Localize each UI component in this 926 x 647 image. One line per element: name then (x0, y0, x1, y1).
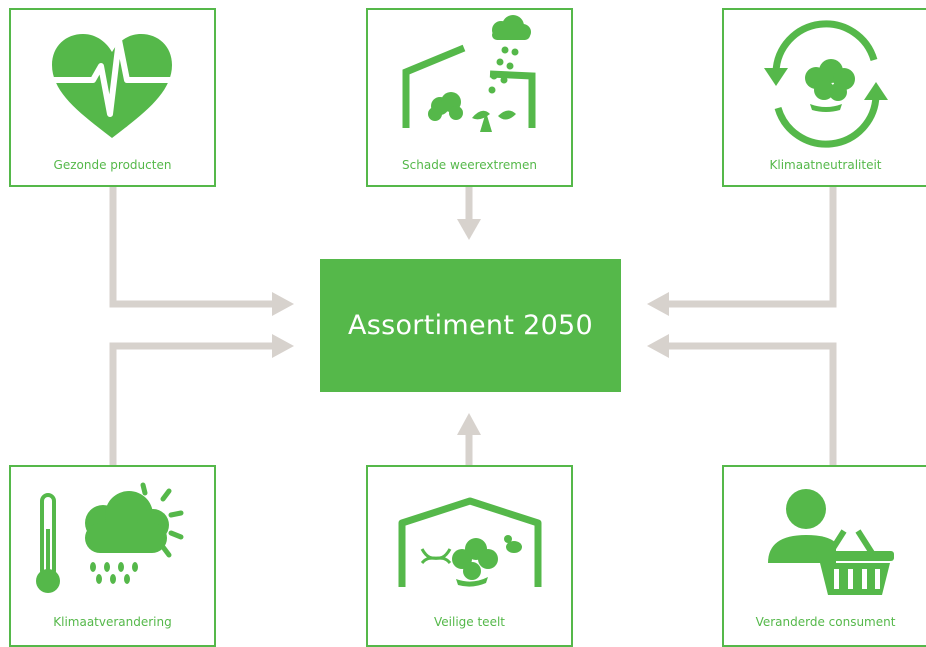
greenhouse-dna-bee-icon (398, 497, 542, 587)
arrowhead-top-right (647, 292, 669, 316)
factor-label: Klimaatverandering (53, 615, 172, 629)
factor-box-klimaatverandering: Klimaatverandering (9, 465, 216, 647)
factor-label: Schade weerextremen (402, 158, 537, 172)
factor-label: Gezonde producten (53, 158, 172, 172)
connector-bottom-right (667, 342, 837, 465)
factor-label: Klimaatneutraliteit (769, 158, 882, 172)
recycle-lettuce-icon (764, 20, 888, 148)
center-node: Assortiment 2050 (320, 259, 621, 392)
factor-label: Veranderde consument (755, 615, 896, 629)
factor-label: Veilige teelt (434, 615, 505, 629)
arrowhead-top-left (272, 292, 294, 316)
factor-box-veilige-teelt: Veilige teelt (366, 465, 573, 647)
center-title: Assortiment 2050 (347, 310, 594, 341)
factor-box-gezonde-producten: Gezonde producten (9, 8, 216, 187)
factor-box-schade-weerextremen: Schade weerextremen (366, 8, 573, 187)
person-basket-icon (768, 489, 894, 595)
arrowhead-bottom-middle (457, 413, 481, 435)
connector-top-left (109, 187, 274, 308)
factor-box-veranderde-consument: Veranderde consument (722, 465, 926, 647)
connector-top-right (667, 187, 837, 308)
greenhouse-hail-icon (402, 15, 536, 132)
arrowhead-bottom-right (647, 334, 669, 358)
factor-box-klimaatneutraliteit: Klimaatneutraliteit (722, 8, 926, 187)
heart-pulse-icon (49, 34, 175, 138)
connector-bottom-left (109, 342, 274, 465)
arrowhead-top-middle (457, 219, 481, 240)
arrowhead-bottom-left (272, 334, 294, 358)
thermometer-rain-sun-icon (36, 482, 184, 593)
